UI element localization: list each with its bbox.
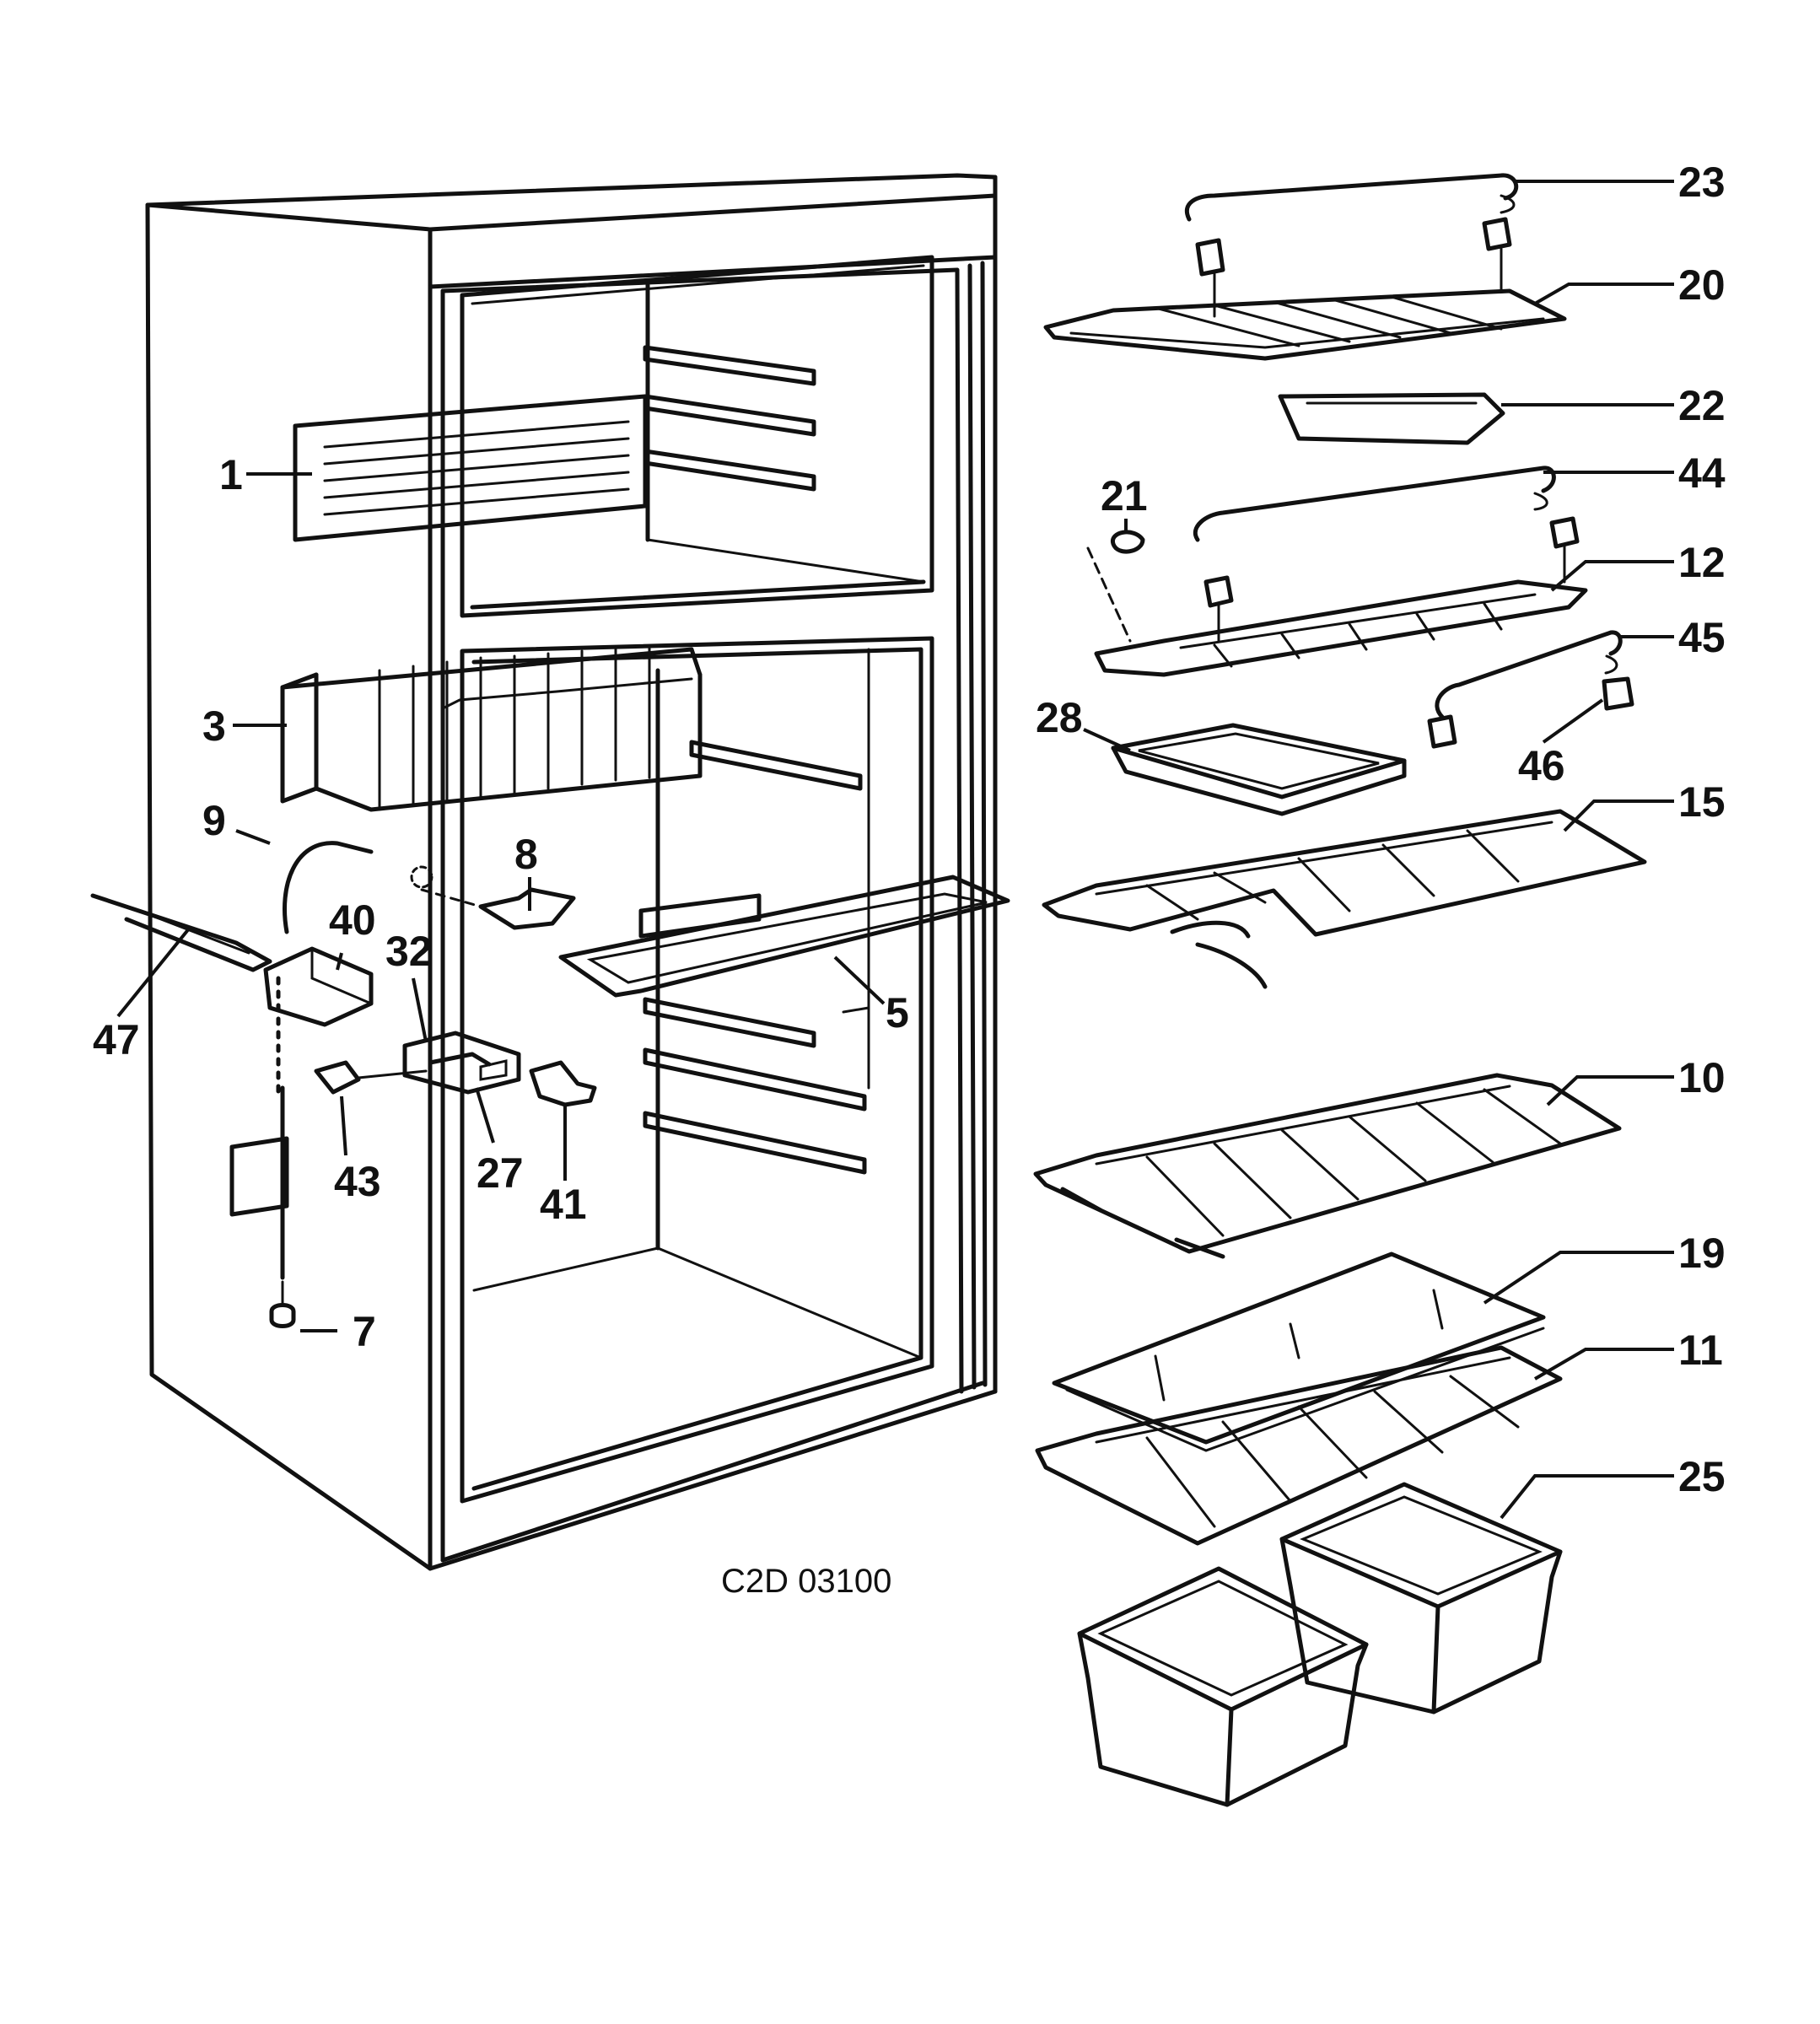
drawing-code: C2D 03100 [721,1563,891,1600]
callout-11: 11 [1678,1327,1723,1374]
callout-19: 19 [1678,1230,1726,1277]
part-28-tray [1111,723,1407,816]
part-12-shelf [1094,516,1588,677]
part-3-evaporator [280,646,703,812]
part-40-thermostat [263,946,374,1027]
part-43-bulb [314,1060,428,1095]
callout-41: 41 [540,1181,587,1228]
callout-21: 21 [1101,472,1148,519]
callout-28: 28 [1036,694,1083,741]
callout-15: 15 [1678,778,1726,826]
callout-47: 47 [93,1016,140,1063]
part-10-shelf [1033,1073,1622,1259]
callout-44: 44 [1678,449,1726,497]
part-41-switch [529,1060,597,1107]
callout-40: 40 [329,896,376,944]
part-5-tray [558,875,1010,1014]
part-9-capillary [283,841,374,934]
part-46-support [1602,676,1634,711]
callout-20: 20 [1678,261,1726,309]
callout-23: 23 [1678,159,1726,206]
part-22-ice-tray [1278,392,1505,445]
part-44-rail [1193,466,1556,542]
callout-45: 45 [1678,614,1726,661]
callout-leaders [116,180,1674,1520]
part-23-rail [1185,173,1519,222]
part-20-shelf [1043,217,1567,361]
part-1-freezer-grille [293,394,648,542]
callout-10: 10 [1678,1054,1726,1101]
callout-43: 43 [334,1158,381,1205]
callout-5: 5 [886,989,909,1036]
callout-32: 32 [385,928,433,975]
callout-1: 1 [219,451,243,498]
callout-3: 3 [202,702,226,750]
part-21-clip [1086,530,1145,643]
callout-9: 9 [202,797,226,844]
part-47-probe [90,893,272,972]
callout-7: 7 [353,1308,376,1355]
callout-22: 22 [1678,382,1726,429]
callout-25: 25 [1678,1453,1726,1500]
part-8-knob [410,865,576,930]
part-27-lamp-holder [402,1031,521,1095]
callout-27: 27 [477,1149,524,1197]
part-25-crisper-bins [1077,1482,1563,1807]
callout-46: 46 [1518,742,1565,789]
callout-8: 8 [514,831,538,878]
part-11-shelf [1035,1345,1563,1546]
callout-labels: 1 3 5 7 8 9 10 11 12 15 19 20 21 22 23 2… [93,159,1726,1500]
part-15-shelf [1042,809,1647,989]
part-45-rail [1427,630,1623,749]
callout-12: 12 [1678,539,1726,586]
refrigerator-cabinet [145,173,998,1571]
part-7-foot [229,976,296,1328]
